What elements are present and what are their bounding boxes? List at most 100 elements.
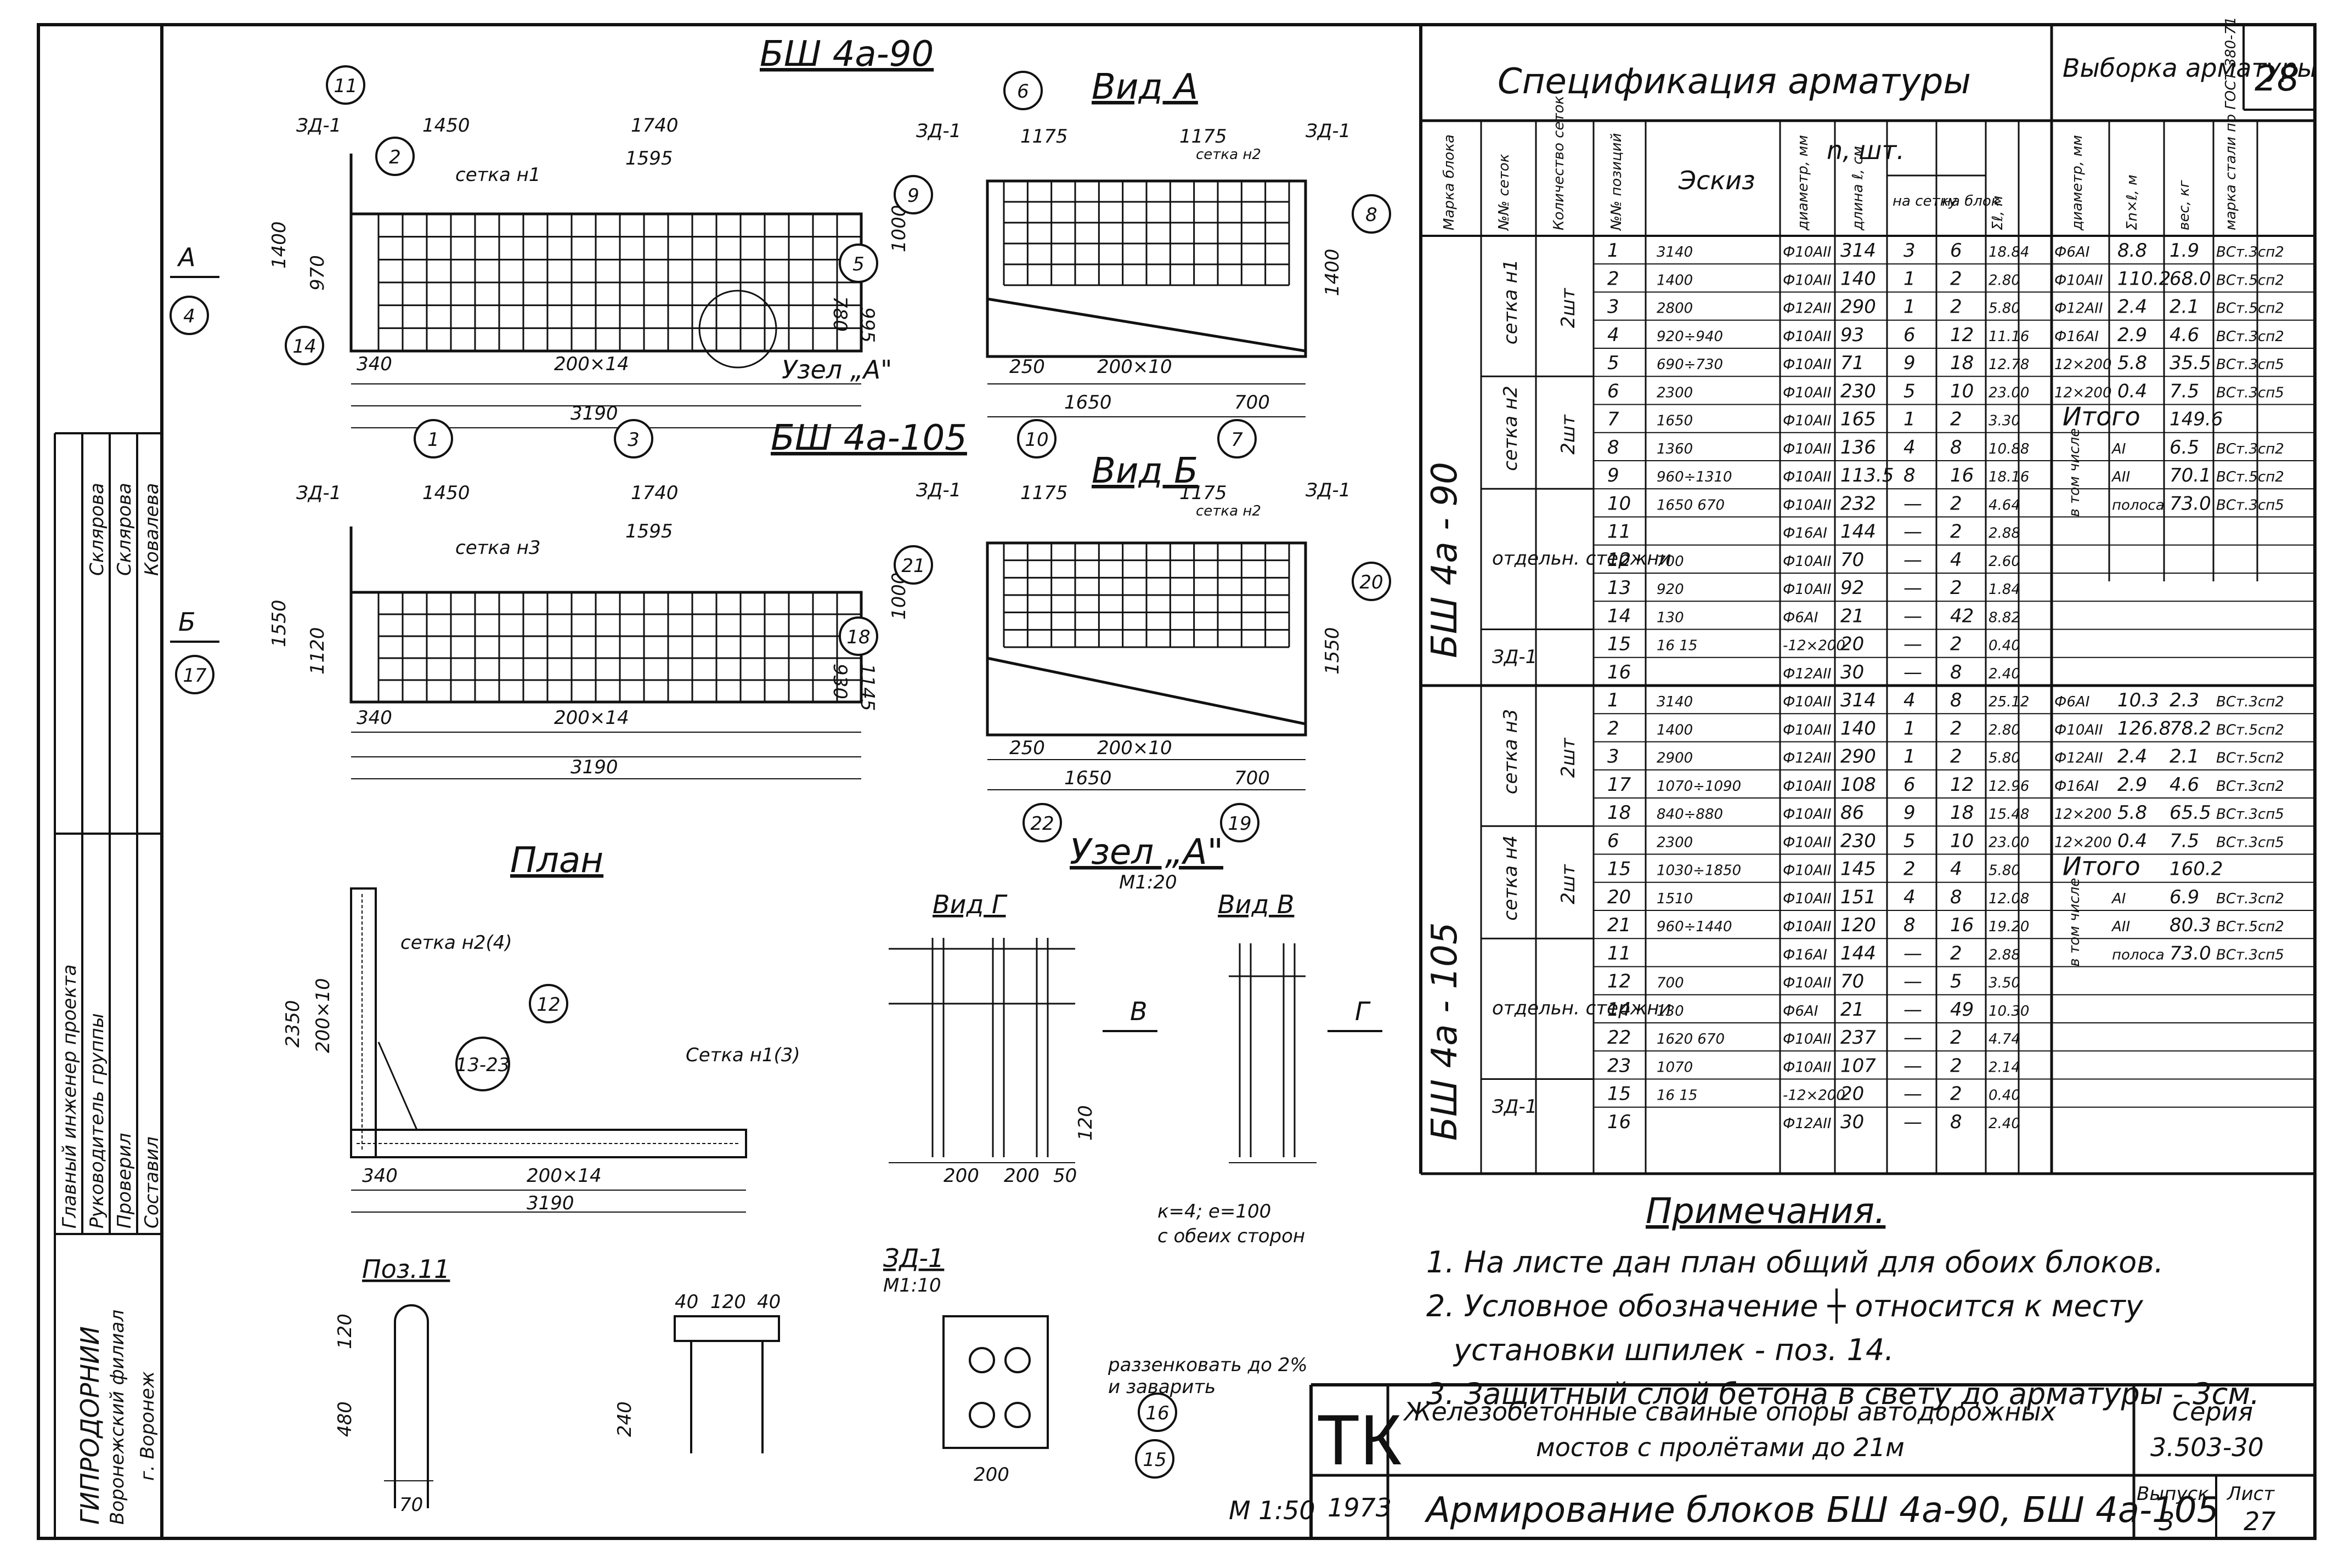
- sel-diameter: 12×200: [2054, 806, 2112, 823]
- sel-length: 110.2: [2117, 268, 2171, 290]
- callout-label: 2: [389, 146, 401, 168]
- spec-per-block: 4: [1950, 858, 1962, 880]
- spec-sketch: 1400: [1657, 272, 1693, 288]
- sel-incl-weight: 73.0: [2170, 942, 2211, 964]
- label-setka1: сетка н1: [455, 164, 540, 186]
- spec-per-mesh: —: [1903, 999, 1922, 1021]
- dim-200-u1: 200: [944, 1165, 979, 1187]
- left-name-3: Ковалева: [141, 483, 163, 576]
- sel-total-value: 149.6: [2170, 409, 2223, 431]
- spec-diameter: -12×200: [1783, 1088, 1845, 1104]
- spec-group-label: отдельн. стержни: [1492, 997, 1671, 1019]
- sel-incl-class: АII: [2111, 469, 2130, 485]
- sel-steel: ВСт.3сп2: [2216, 778, 2284, 795]
- spec-per-mesh: 4: [1903, 437, 1916, 458]
- dim-1550-a: 1550: [268, 599, 290, 647]
- spec-sum: 4.64: [1989, 497, 2020, 513]
- spec-sketch: 1510: [1657, 891, 1693, 907]
- spec-sum: 2.60: [1989, 553, 2020, 570]
- sel-length: 5.8: [2117, 352, 2147, 374]
- spec-header-col: длина ℓ, см: [1850, 146, 1866, 231]
- spec-length: 290: [1840, 296, 1876, 318]
- callout-7: 7: [1217, 419, 1257, 458]
- sel-weight: 2.1: [2170, 746, 2199, 768]
- sel-header-col: марка стали по ГОСТ 380-71: [2223, 16, 2239, 230]
- sel-diameter: 12×200: [2054, 384, 2112, 401]
- spec-sum: 2.40: [1989, 1116, 2020, 1132]
- callout-label: 17: [183, 665, 207, 687]
- sel-weight: 4.6: [2170, 324, 2199, 346]
- sel-incl-label: в том числе: [2066, 428, 2083, 517]
- spec-per-block: 16: [1950, 465, 1974, 486]
- spec-per-block: 2: [1950, 577, 1962, 599]
- spec-per-mesh: 1: [1903, 717, 1916, 739]
- spec-group-label: сетка н4: [1500, 835, 1522, 920]
- sel-weight: 7.5: [2170, 830, 2199, 852]
- spec-sketch: 700: [1657, 553, 1684, 570]
- left-name-1: Склярова: [86, 483, 108, 576]
- spec-sum: 12.78: [1989, 356, 2029, 373]
- spec-diameter: Ф10АII: [1783, 863, 1832, 879]
- note-2: 2. Условное обозначение ┼ относится к ме…: [1426, 1288, 2144, 1324]
- spec-per-mesh: 5: [1903, 830, 1916, 852]
- sel-incl-weight: 73.0: [2170, 493, 2211, 514]
- sel-diameter: Ф16АI: [2054, 778, 2099, 795]
- spec-pos: 5: [1607, 352, 1619, 374]
- callout-10: 10: [1017, 419, 1057, 458]
- spec-group-count: 2шт: [1557, 737, 1579, 778]
- dim-2350-plan: 2350: [282, 1000, 304, 1048]
- stamp-sheet-label: Лист: [2226, 1483, 2275, 1505]
- spec-sketch: 920: [1657, 581, 1684, 598]
- callout-label: 7: [1231, 429, 1243, 451]
- dim-995-a: 995: [856, 307, 878, 343]
- sel-total-label: Итого: [2063, 852, 2140, 881]
- spec-per-block: 42: [1950, 605, 1974, 627]
- spec-sum: 19.20: [1989, 919, 2029, 935]
- sel-length: 0.4: [2117, 830, 2147, 852]
- sel-weight: 4.6: [2170, 774, 2199, 796]
- dim-1450-b: 1450: [422, 482, 470, 504]
- sel-length: 0.4: [2117, 380, 2147, 402]
- vid-b-mesh: [986, 541, 1307, 790]
- spec-pos: 15: [1607, 858, 1631, 880]
- spec-per-mesh: 9: [1903, 802, 1916, 824]
- label-zd-a: ЗД-1: [296, 115, 341, 137]
- dim-1595-a: 1595: [625, 148, 673, 169]
- spec-sum: 2.80: [1989, 722, 2020, 738]
- spec-group-count: 2шт: [1557, 414, 1579, 455]
- spec-sum: 8.82: [1989, 609, 2020, 626]
- spec-diameter: Ф10АII: [1783, 834, 1832, 851]
- spec-per-block: 10: [1950, 830, 1974, 852]
- callout-18: 18: [839, 616, 878, 656]
- spec-per-block: 6: [1950, 240, 1962, 262]
- label-uzel-a-call: Узел „А": [782, 355, 892, 384]
- spec-diameter: Ф10АII: [1783, 244, 1832, 261]
- callout-label: 13-23: [456, 1054, 510, 1076]
- spec-per-block: 4: [1950, 549, 1962, 571]
- callout-label: 21: [901, 555, 925, 577]
- spec-sum: 5.80: [1989, 863, 2020, 879]
- spec-per-block: 8: [1950, 1111, 1962, 1133]
- spec-group-label: сетка н1: [1500, 259, 1522, 344]
- stamp-title-1: Железобетонные свайные опоры автодорожны…: [1403, 1397, 2057, 1427]
- spec-per-mesh: 5: [1903, 380, 1916, 402]
- spec-per-mesh: —: [1903, 493, 1922, 514]
- spec-diameter: Ф10АII: [1783, 778, 1832, 795]
- dim-200x14-plan: 200×14: [527, 1165, 602, 1187]
- callout-19: 19: [1220, 803, 1259, 842]
- callout-label: 8: [1365, 204, 1377, 226]
- spec-sum: 1.84: [1989, 581, 2020, 598]
- spec-group-label: сетка н2: [1500, 386, 1522, 471]
- label-setka1-3: Сетка н1(3): [686, 1044, 800, 1066]
- spec-per-mesh: 9: [1903, 352, 1916, 374]
- spec-per-block: 2: [1950, 633, 1962, 655]
- spec-length: 144: [1840, 521, 1876, 543]
- sel-steel: ВСт.3сп2: [2216, 329, 2284, 345]
- spec-pos: 4: [1607, 324, 1619, 346]
- dim-340-b: 340: [357, 707, 392, 729]
- spec-diameter: Ф10АII: [1783, 919, 1832, 935]
- sel-incl-label: в том числе: [2066, 878, 2083, 967]
- dim-1650-a: 1650: [1064, 392, 1112, 414]
- spec-header-col: №№ позиций: [1608, 133, 1625, 231]
- spec-length: 144: [1840, 942, 1876, 964]
